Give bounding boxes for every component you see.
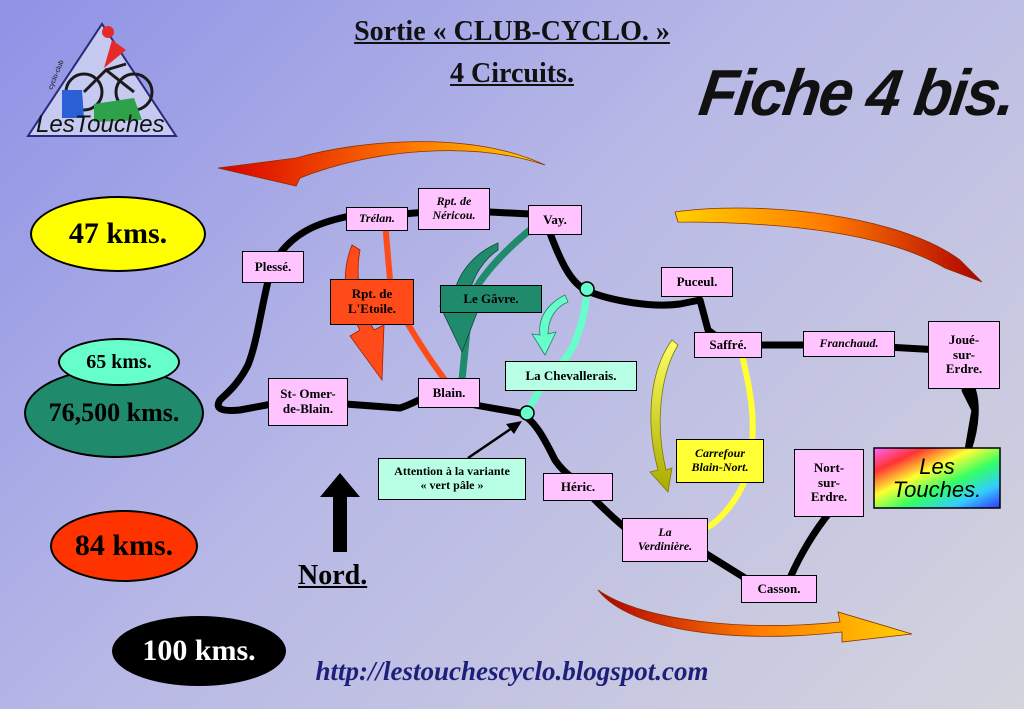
arrow-top-right <box>674 207 983 283</box>
distance-label: 100 kms. <box>142 634 256 667</box>
place-puceul: Puceul. <box>661 267 733 297</box>
north-arrow-icon <box>320 473 360 552</box>
nort-casson-route <box>786 508 834 582</box>
place-carrefour-blain-nort: Carrefour Blain-Nort. <box>676 439 764 483</box>
place-franchaud: Franchaud. <box>803 331 895 357</box>
place-saffre: Saffré. <box>694 332 762 358</box>
place-trelan: Trélan. <box>346 207 408 231</box>
place-vay: Vay. <box>528 205 582 235</box>
arrow-yellow-small <box>649 339 679 493</box>
logo-text: LesTouches <box>36 111 165 138</box>
attention-pointer-head <box>506 421 522 434</box>
attention-variante-note: Attention à la variante « vert pâle » <box>378 458 526 500</box>
place-blain: Blain. <box>418 378 480 408</box>
north-label: Nord. <box>298 560 368 591</box>
arrow-pale-small <box>531 294 569 356</box>
place-le-gavre: Le Gâvre. <box>440 285 542 313</box>
logo-cyclist-icon <box>104 40 126 68</box>
les-touches-rainbow <box>873 447 1001 509</box>
distance-47: 47 kms. <box>30 196 206 272</box>
place-casson: Casson. <box>741 575 817 603</box>
distance-label: 65 kms. <box>86 350 152 373</box>
fiche-label: Fiche 4 bis. <box>694 57 1019 130</box>
logo-helmet-icon <box>102 26 114 38</box>
logo-green-block <box>94 98 142 122</box>
place-pont-nericou: Rpt. de Néricou. <box>418 188 490 230</box>
arrow-top-left <box>217 141 546 187</box>
place-nort-sur-erdre: Nort- sur- Erdre. <box>794 449 864 517</box>
destination-les-touches: Les Touches. <box>892 453 982 502</box>
distance-100: 100 kms. <box>112 616 286 686</box>
page-subtitle: 4 Circuits. <box>450 58 574 89</box>
place-heric: Héric. <box>543 473 613 501</box>
place-st-omer-de-blain: St- Omer- de-Blain. <box>268 378 348 426</box>
distance-84: 84 kms. <box>50 510 198 582</box>
junction-south <box>519 405 535 421</box>
blog-url[interactable]: http://lestouchescyclo.blogspot.com <box>315 656 709 686</box>
club-logo: LesTouches cyclo-club <box>26 22 178 138</box>
page-title: Sortie « CLUB-CYCLO. » <box>354 16 670 47</box>
joue-touches-route <box>961 386 979 454</box>
place-rpt-etoile: Rpt. de L'Etoile. <box>330 279 414 325</box>
logo-blue-block <box>62 90 84 118</box>
distance-label: 76,500 kms. <box>48 398 180 427</box>
attention-pointer <box>467 422 519 460</box>
place-la-chevallerais: La Chevallerais. <box>505 361 637 391</box>
logo-bike-frame <box>82 62 135 94</box>
distance-label: 84 kms. <box>74 529 174 562</box>
place-la-verdiniere: La Verdinière. <box>622 518 708 562</box>
distance-65: 65 kms. <box>58 338 180 386</box>
place-plesse: Plessé. <box>242 251 304 283</box>
junction-north <box>579 281 595 297</box>
distance-label: 47 kms. <box>68 217 168 250</box>
place-joue-sur-erdre: Joué- sur- Erdre. <box>928 321 1000 389</box>
arrow-green-small <box>439 242 499 354</box>
arrow-bottom-right <box>597 589 913 643</box>
